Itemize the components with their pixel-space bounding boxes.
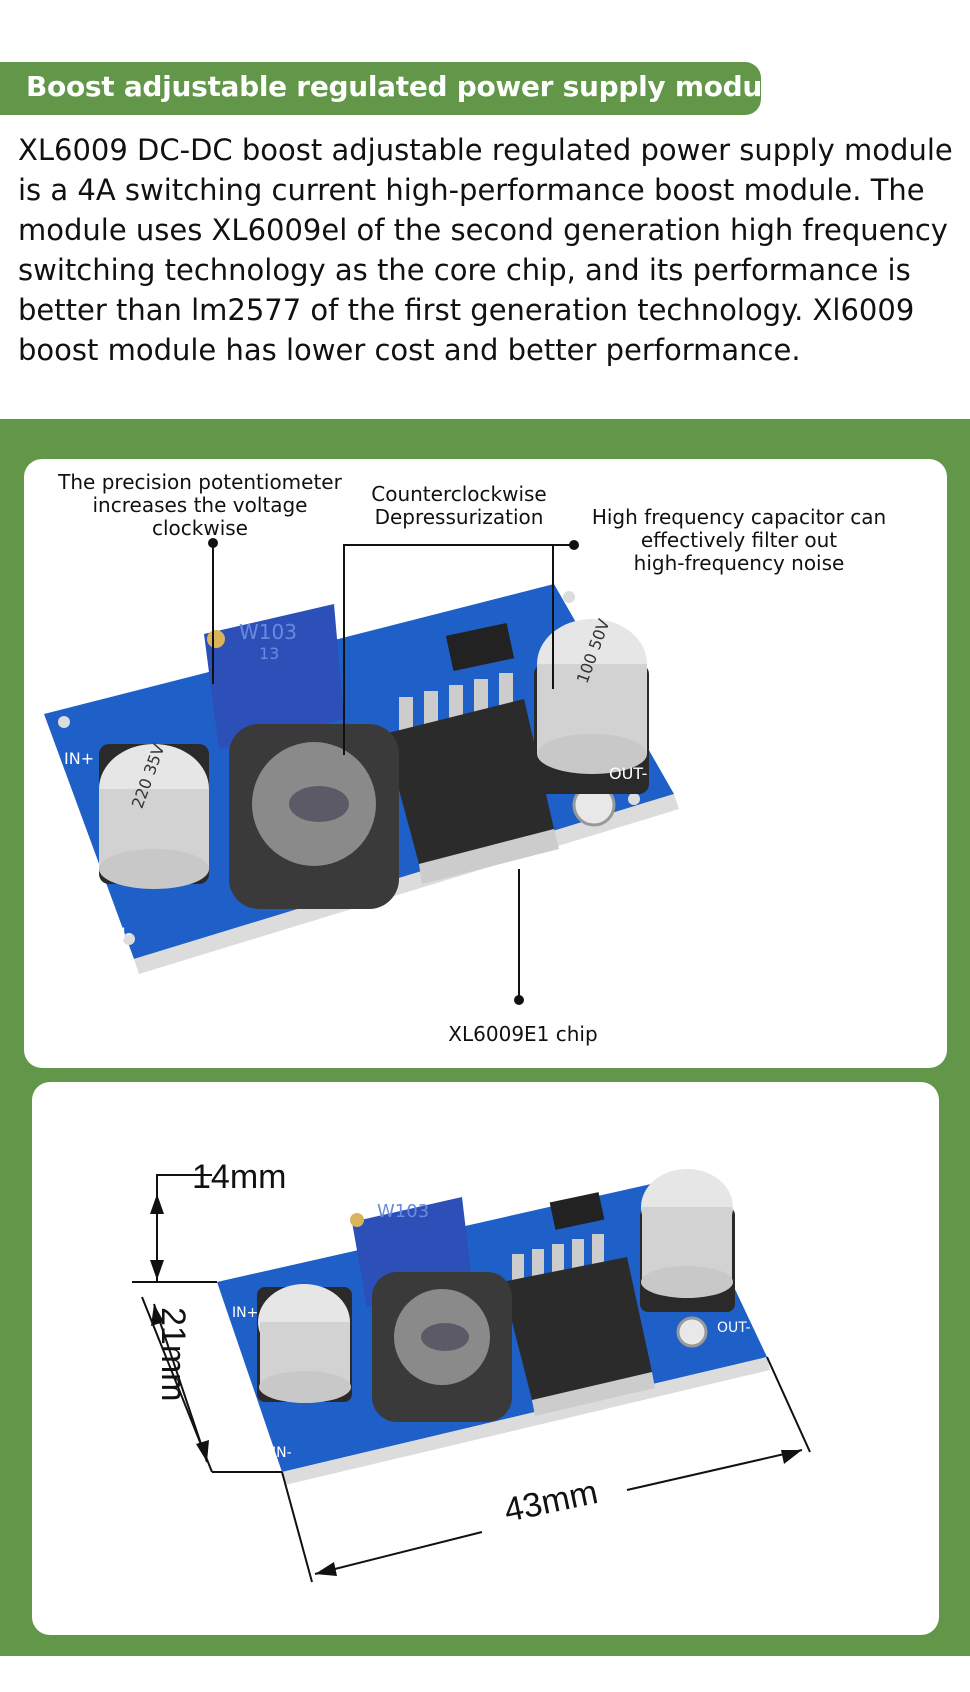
pot-sub-marking: 13 xyxy=(259,644,279,663)
dimension-arrowheads xyxy=(150,1194,802,1576)
length-dimension-label: 43mm xyxy=(501,1473,601,1530)
capacitor-label-line2: effectively filter out xyxy=(641,528,837,552)
pot-marking-small: W103 xyxy=(377,1201,429,1222)
section-title: Boost adjustable regulated power supply … xyxy=(26,70,790,103)
in-minus-marking-small: IN- xyxy=(272,1445,292,1461)
potentiometer-label-line3: clockwise xyxy=(152,516,248,540)
in-minus-marking: IN- xyxy=(109,924,131,943)
dimension-lines xyxy=(132,1174,811,1583)
pcb-board xyxy=(44,584,679,974)
leader-lines xyxy=(212,543,574,1000)
dimensions-panel: IN+ IN- OUT- W103 14mm 21mm xyxy=(32,1082,939,1635)
in-plus-marking-small: IN+ xyxy=(232,1305,258,1321)
width-dimension-label: 21mm xyxy=(154,1307,192,1401)
section-header: Boost adjustable regulated power supply … xyxy=(0,62,790,115)
height-dimension-label: 14mm xyxy=(192,1158,286,1196)
potentiometer-pointer-dot xyxy=(208,538,218,548)
capacitor-label-line3: high-frequency noise xyxy=(634,551,845,575)
potentiometer-label-line2: increases the voltage xyxy=(93,493,308,517)
counterclockwise-label-line1: Counterclockwise xyxy=(371,482,547,506)
capacitor-pointer-dot xyxy=(569,540,579,550)
potentiometer-label-line1: The precision potentiometer xyxy=(57,470,342,494)
dimensioned-board-illustration: IN+ IN- OUT- W103 14mm 21mm xyxy=(132,1158,811,1583)
chip-label: XL6009E1 chip xyxy=(448,1022,597,1046)
pot-marking: W103 xyxy=(239,620,297,644)
annotated-product-panel: IN+ IN- OUT- W103 13 220 35V 100 50V The… xyxy=(24,459,947,1068)
capacitor-label-line1: High frequency capacitor can xyxy=(592,505,886,529)
in-plus-marking: IN+ xyxy=(64,749,94,768)
intro-paragraph: XL6009 DC-DC boost adjustable regulated … xyxy=(18,133,953,367)
pcb-board-small xyxy=(217,1169,770,1485)
counterclockwise-label-line2: Depressurization xyxy=(375,505,544,529)
out-minus-marking: OUT- xyxy=(609,764,647,783)
out-minus-marking-small: OUT- xyxy=(717,1320,751,1336)
chip-pointer-dot xyxy=(514,995,524,1005)
annotated-board-illustration: IN+ IN- OUT- W103 13 220 35V 100 50V The… xyxy=(44,470,886,1046)
